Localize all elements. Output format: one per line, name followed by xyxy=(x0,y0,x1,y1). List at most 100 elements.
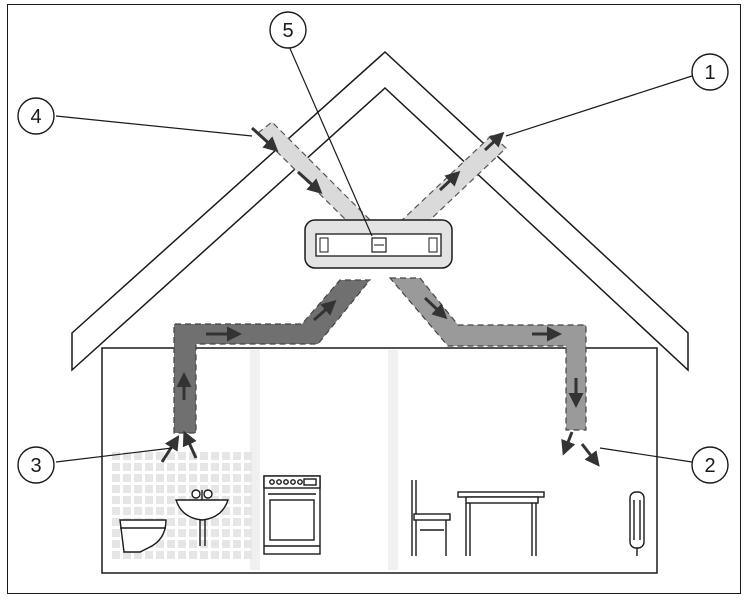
tile xyxy=(222,452,230,460)
tile xyxy=(167,463,175,471)
tile xyxy=(156,474,164,482)
tile xyxy=(156,551,164,559)
airflow-arrows xyxy=(160,126,600,467)
toilet-icon xyxy=(119,519,167,553)
tile xyxy=(244,551,252,559)
tile xyxy=(189,452,197,460)
tile xyxy=(178,474,186,482)
airflow-arrow-icon xyxy=(438,170,461,192)
tile xyxy=(222,518,230,526)
tile xyxy=(244,518,252,526)
tile xyxy=(200,485,208,493)
ventilation-unit-icon xyxy=(304,219,453,269)
tile xyxy=(145,463,153,471)
tile xyxy=(244,540,252,548)
tile xyxy=(123,463,131,471)
tile xyxy=(200,452,208,460)
tile xyxy=(112,540,120,548)
tile xyxy=(167,474,175,482)
tile xyxy=(134,551,142,559)
tile xyxy=(145,551,153,559)
tile xyxy=(233,540,241,548)
tile xyxy=(189,485,197,493)
tile xyxy=(233,507,241,515)
tile xyxy=(211,474,219,482)
tile xyxy=(178,485,186,493)
tile xyxy=(167,452,175,460)
tile xyxy=(156,452,164,460)
tile xyxy=(211,529,219,537)
airflow-arrow-icon xyxy=(423,296,448,320)
tile xyxy=(112,507,120,515)
tile xyxy=(200,551,208,559)
tile xyxy=(233,474,241,482)
tile xyxy=(189,551,197,559)
callout-2: 2 xyxy=(691,446,729,484)
tile xyxy=(189,474,197,482)
tile xyxy=(200,529,208,537)
tile xyxy=(167,485,175,493)
roof xyxy=(71,50,689,372)
airflow-arrow-icon xyxy=(483,131,505,152)
airflow-arrow-icon xyxy=(296,170,323,195)
tile xyxy=(222,485,230,493)
extract-duct xyxy=(173,279,372,434)
tile xyxy=(222,474,230,482)
callout-label-1: 1 xyxy=(704,62,715,84)
tile xyxy=(200,474,208,482)
tile xyxy=(112,496,120,504)
callout-leaders xyxy=(55,43,693,463)
tile xyxy=(178,463,186,471)
tile xyxy=(178,551,186,559)
tile xyxy=(167,529,175,537)
tile xyxy=(200,518,208,526)
room-dividers xyxy=(250,350,398,570)
callout-label-3: 3 xyxy=(30,455,41,477)
tile xyxy=(123,474,131,482)
tile xyxy=(123,507,131,515)
callout-label-4: 4 xyxy=(30,106,41,128)
tile xyxy=(233,496,241,504)
tile xyxy=(178,452,186,460)
tile xyxy=(145,474,153,482)
table-icon xyxy=(457,491,545,556)
tile xyxy=(112,463,120,471)
airflow-arrow-icon xyxy=(580,443,600,467)
tile xyxy=(112,518,120,526)
diagram-frame xyxy=(7,4,741,594)
airflow-arrow-icon xyxy=(561,431,576,456)
tile xyxy=(178,518,186,526)
tile xyxy=(134,507,142,515)
tile xyxy=(134,496,142,504)
tile xyxy=(189,463,197,471)
stove-icon xyxy=(263,475,321,555)
tile xyxy=(211,518,219,526)
chair-icon xyxy=(411,480,451,556)
tile xyxy=(167,507,175,515)
tile xyxy=(167,496,175,504)
tile xyxy=(222,507,230,515)
tile xyxy=(123,496,131,504)
tile xyxy=(156,485,164,493)
tile xyxy=(211,463,219,471)
tile xyxy=(189,529,197,537)
airflow-arrow-icon xyxy=(160,434,180,463)
tile xyxy=(189,540,197,548)
tile xyxy=(156,540,164,548)
tile xyxy=(178,529,186,537)
tile xyxy=(178,540,186,548)
tile xyxy=(167,518,175,526)
tile xyxy=(233,529,241,537)
airflow-arrow-icon xyxy=(182,430,198,459)
tile xyxy=(233,485,241,493)
tile xyxy=(145,496,153,504)
tile xyxy=(244,496,252,504)
tile xyxy=(244,507,252,515)
tile xyxy=(134,463,142,471)
tile xyxy=(222,540,230,548)
tile xyxy=(233,463,241,471)
tile xyxy=(145,485,153,493)
tile xyxy=(200,463,208,471)
tile xyxy=(134,474,142,482)
sink-icon xyxy=(175,489,229,546)
